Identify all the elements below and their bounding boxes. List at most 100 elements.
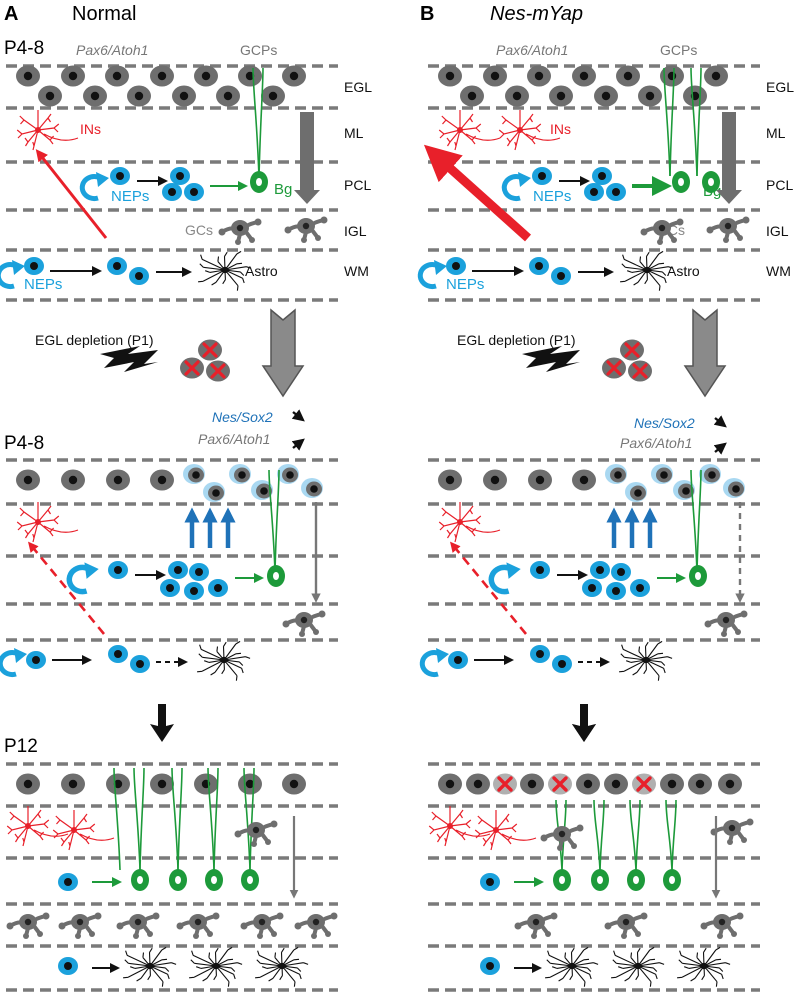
radial-fiber xyxy=(690,67,698,177)
interneuron-soma xyxy=(25,823,31,829)
astrocyte-soma xyxy=(634,962,642,970)
cell-nucleus xyxy=(535,262,543,270)
pax6-atoh1-mid-label-b: Pax6/Atoh1 xyxy=(620,435,692,451)
cell-nucleus xyxy=(579,475,589,485)
panel-b-title: Nes-mYap xyxy=(490,3,583,25)
granule-cell xyxy=(294,912,338,939)
interneuron-processes xyxy=(438,502,501,543)
bergmann-glia-cell xyxy=(169,869,187,891)
nep-cell xyxy=(551,267,571,285)
astrocyte xyxy=(198,250,252,291)
interneuron-processes xyxy=(428,806,491,847)
nep-cell xyxy=(24,257,44,275)
granule-cell-precursor xyxy=(16,65,40,87)
lightning-irradiation-icon xyxy=(522,346,580,372)
nep-cell xyxy=(189,563,209,581)
astrocyte xyxy=(619,640,673,681)
interneuron xyxy=(438,502,501,543)
cell-nucleus xyxy=(596,566,604,574)
granule-cell-precursor xyxy=(194,65,218,87)
change-up-arrow-icon xyxy=(291,438,305,451)
granule-cell-precursor xyxy=(438,773,462,795)
astrocyte-processes xyxy=(611,946,665,987)
cell-nucleus xyxy=(310,485,318,493)
dendrite-end xyxy=(58,922,66,930)
neuron-dendrites xyxy=(542,826,582,850)
cell-nucleus xyxy=(512,91,522,101)
cell-nucleus xyxy=(76,918,84,926)
cell-nucleus xyxy=(192,471,200,479)
dendrite-end xyxy=(717,933,723,939)
dendrite-end xyxy=(207,931,213,937)
cell-nucleus xyxy=(68,475,78,485)
granule-cell-precursor xyxy=(505,85,529,107)
dendrite-end xyxy=(740,610,748,618)
dendrite-end xyxy=(318,610,326,618)
granule-cell-precursor xyxy=(238,773,262,795)
radial-fiber xyxy=(249,767,255,871)
cell-nucleus xyxy=(113,779,123,789)
nep-cell xyxy=(532,167,552,185)
astrocyte-processes xyxy=(198,250,252,291)
bergmann-fibers xyxy=(133,767,145,871)
dendrite-end xyxy=(540,834,548,842)
interneuron xyxy=(6,806,69,847)
cell-nucleus xyxy=(557,272,565,280)
cell-nucleus-ring xyxy=(708,178,714,186)
cell-nucleus-ring xyxy=(669,876,675,884)
cell-nucleus xyxy=(695,779,705,789)
interneuron-soma xyxy=(35,519,41,525)
cell-nucleus xyxy=(601,91,611,101)
granule-cell-precursor xyxy=(106,773,130,795)
cell-nucleus xyxy=(667,779,677,789)
neuron-dendrites xyxy=(708,218,748,242)
interneuron-processes xyxy=(6,806,69,847)
cell-nucleus xyxy=(268,91,278,101)
neuron-dendrites xyxy=(606,914,646,938)
granule-cell-precursor xyxy=(616,65,640,87)
granule-cell xyxy=(640,218,684,245)
dendrite-end xyxy=(640,228,648,236)
astrocyte-processes xyxy=(255,946,309,987)
astrocyte-soma xyxy=(221,266,229,274)
nep-cell xyxy=(162,183,182,201)
dead-cell-x-mark xyxy=(552,776,568,792)
cell-nucleus xyxy=(486,962,494,970)
dendrite-end xyxy=(235,239,241,245)
cell-nucleus xyxy=(535,475,545,485)
cell-nucleus xyxy=(452,262,460,270)
cell-nucleus xyxy=(708,471,716,479)
cell-nucleus xyxy=(467,91,477,101)
cell-nucleus xyxy=(190,587,198,595)
nep-cell xyxy=(170,167,190,185)
granule-cell-precursor xyxy=(660,773,684,795)
cell-nucleus xyxy=(634,489,642,497)
granule-cell-precursor xyxy=(572,469,596,491)
bergmann-glia-cell xyxy=(553,869,571,891)
bergmann-fibers xyxy=(663,67,675,177)
nep-cell xyxy=(590,561,610,579)
granule-cell-precursor xyxy=(61,65,85,87)
interneuron xyxy=(438,110,501,151)
cell-nucleus xyxy=(302,222,310,230)
self-renewal-arrow-icon xyxy=(66,562,99,595)
granule-cell xyxy=(604,912,648,939)
cell-nucleus xyxy=(289,779,299,789)
depleted-egl-cell xyxy=(493,773,517,795)
astrocyte xyxy=(197,640,251,681)
dendrite-end xyxy=(571,843,577,849)
granule-cell-precursor xyxy=(688,773,712,795)
cell-nucleus xyxy=(490,71,500,81)
bergmann-fibers xyxy=(593,799,605,871)
change-down-arrow-icon xyxy=(291,409,305,422)
dendrite-end xyxy=(576,824,584,832)
radial-fiber xyxy=(207,767,215,871)
dendrite-end xyxy=(742,216,750,224)
dendrite-end xyxy=(727,839,733,845)
dendrite-end xyxy=(147,931,153,937)
radial-fiber xyxy=(669,67,675,177)
dendrite-end xyxy=(736,912,744,920)
cell-nucleus xyxy=(136,660,144,668)
nep-derived-egl-cell xyxy=(673,480,695,500)
radial-fiber xyxy=(599,799,605,871)
